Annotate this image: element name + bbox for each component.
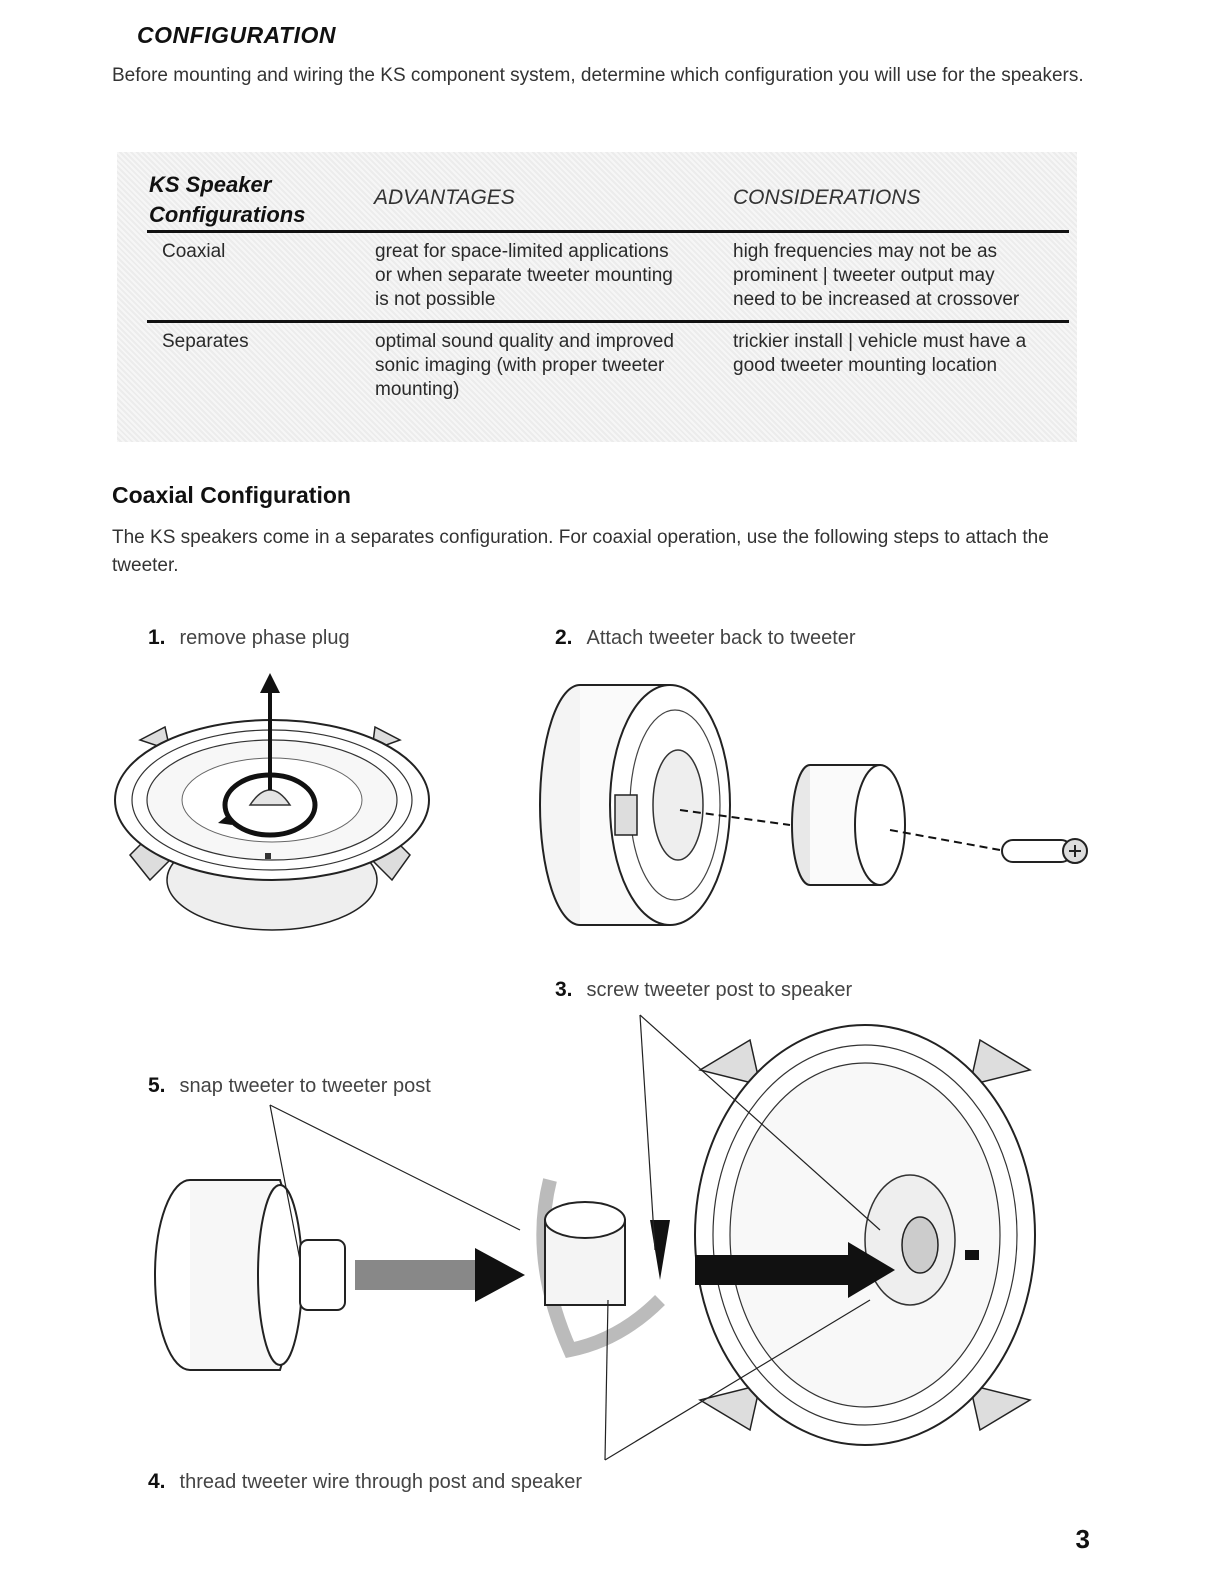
table-row-coaxial-name: Coaxial <box>162 241 226 262</box>
step-1-text: remove phase plug <box>179 627 350 649</box>
table-row-separates-considerations: trickier install | vehicle must have a g… <box>733 331 1027 376</box>
configuration-table: KS Speaker Configurations ADVANTAGES CON… <box>117 152 1077 442</box>
step-4-text: thread tweeter wire through post and spe… <box>179 1471 582 1493</box>
table-header-considerations: CONSIDERATIONS <box>733 186 921 209</box>
step-2-number: 2. <box>555 626 573 649</box>
table-rule-row <box>147 320 1069 323</box>
section-title: CONFIGURATION <box>137 22 337 48</box>
table-row-coaxial-considerations: high frequencies may not be as prominent… <box>733 241 1020 310</box>
step-3-label: 3. screw tweeter post to speaker <box>555 978 852 1002</box>
coaxial-configuration-title: Coaxial Configuration <box>112 482 351 508</box>
table-row-separates-name: Separates <box>162 331 249 352</box>
step-2-label: 2. Attach tweeter back to tweeter <box>555 626 856 650</box>
speaker-phase-plug-illustration <box>114 673 430 931</box>
table-header-configurations: KS Speaker Configurations <box>149 172 306 227</box>
step-5-number: 5. <box>148 1074 166 1097</box>
step-5-label: 5. snap tweeter to tweeter post <box>148 1074 431 1098</box>
tweeter-back-illustration <box>539 684 1088 926</box>
step-3-text: screw tweeter post to speaker <box>586 979 853 1001</box>
step-2-text: Attach tweeter back to tweeter <box>586 627 856 649</box>
table-row-coaxial-advantages: great for space-limited applications or … <box>375 241 673 310</box>
step-3-number: 3. <box>555 978 573 1001</box>
page-number: 3 <box>1075 1524 1090 1554</box>
table-row-separates-advantages: optimal sound quality and improved sonic… <box>375 331 674 400</box>
speaker-assembly-illustration <box>154 1014 1036 1461</box>
table-rule-header <box>147 230 1069 233</box>
step-1-number: 1. <box>148 626 166 649</box>
step-4-label: 4. thread tweeter wire through post and s… <box>148 1470 582 1494</box>
table-header-advantages: ADVANTAGES <box>374 186 515 209</box>
step-5-text: snap tweeter to tweeter post <box>179 1075 431 1097</box>
coaxial-configuration-body: The KS speakers come in a separates conf… <box>112 527 1049 576</box>
step-1-label: 1. remove phase plug <box>148 626 350 650</box>
step-4-number: 4. <box>148 1470 166 1493</box>
intro-paragraph: Before mounting and wiring the KS compon… <box>112 65 1084 86</box>
